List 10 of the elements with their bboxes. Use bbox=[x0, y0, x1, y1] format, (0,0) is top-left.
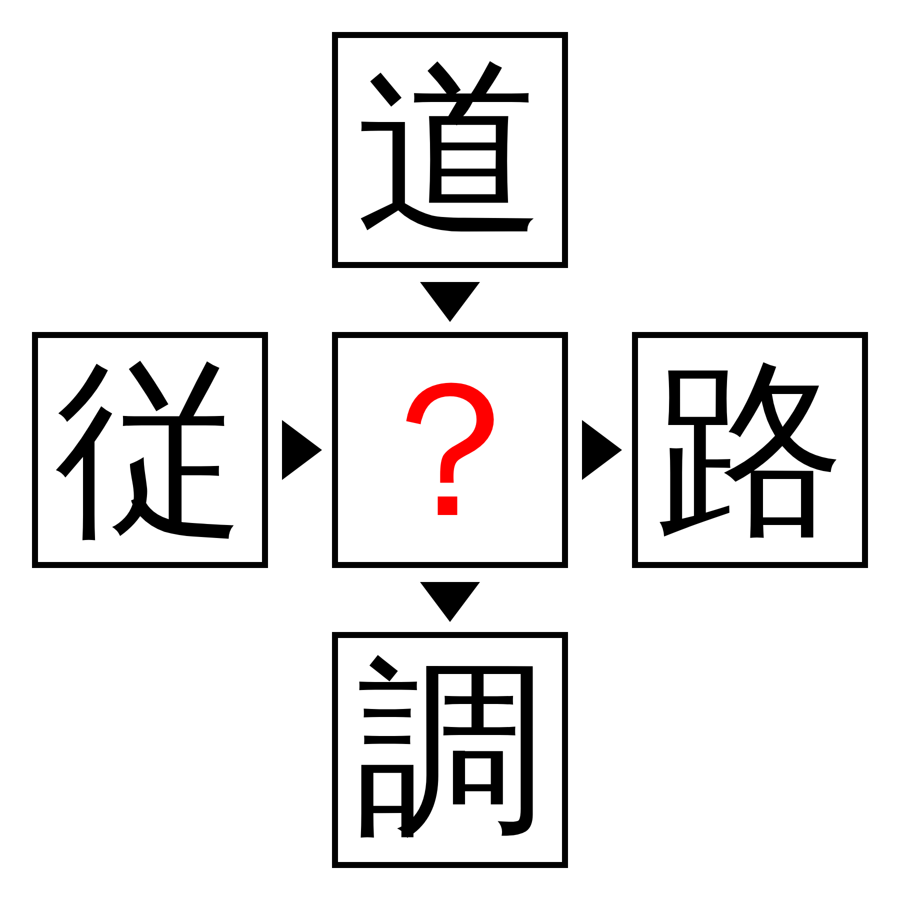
character-box bbox=[32, 332, 268, 568]
question-mark: ？ bbox=[355, 355, 545, 545]
character-box bbox=[332, 632, 568, 868]
character-box bbox=[332, 32, 568, 268]
kanji-character: 道 bbox=[355, 55, 545, 245]
kanji-character: 調 bbox=[355, 655, 545, 845]
kanji-character: 路 bbox=[655, 355, 845, 545]
character-box bbox=[332, 332, 568, 568]
character-box bbox=[632, 332, 868, 568]
kanji-character: 従 bbox=[55, 355, 245, 545]
